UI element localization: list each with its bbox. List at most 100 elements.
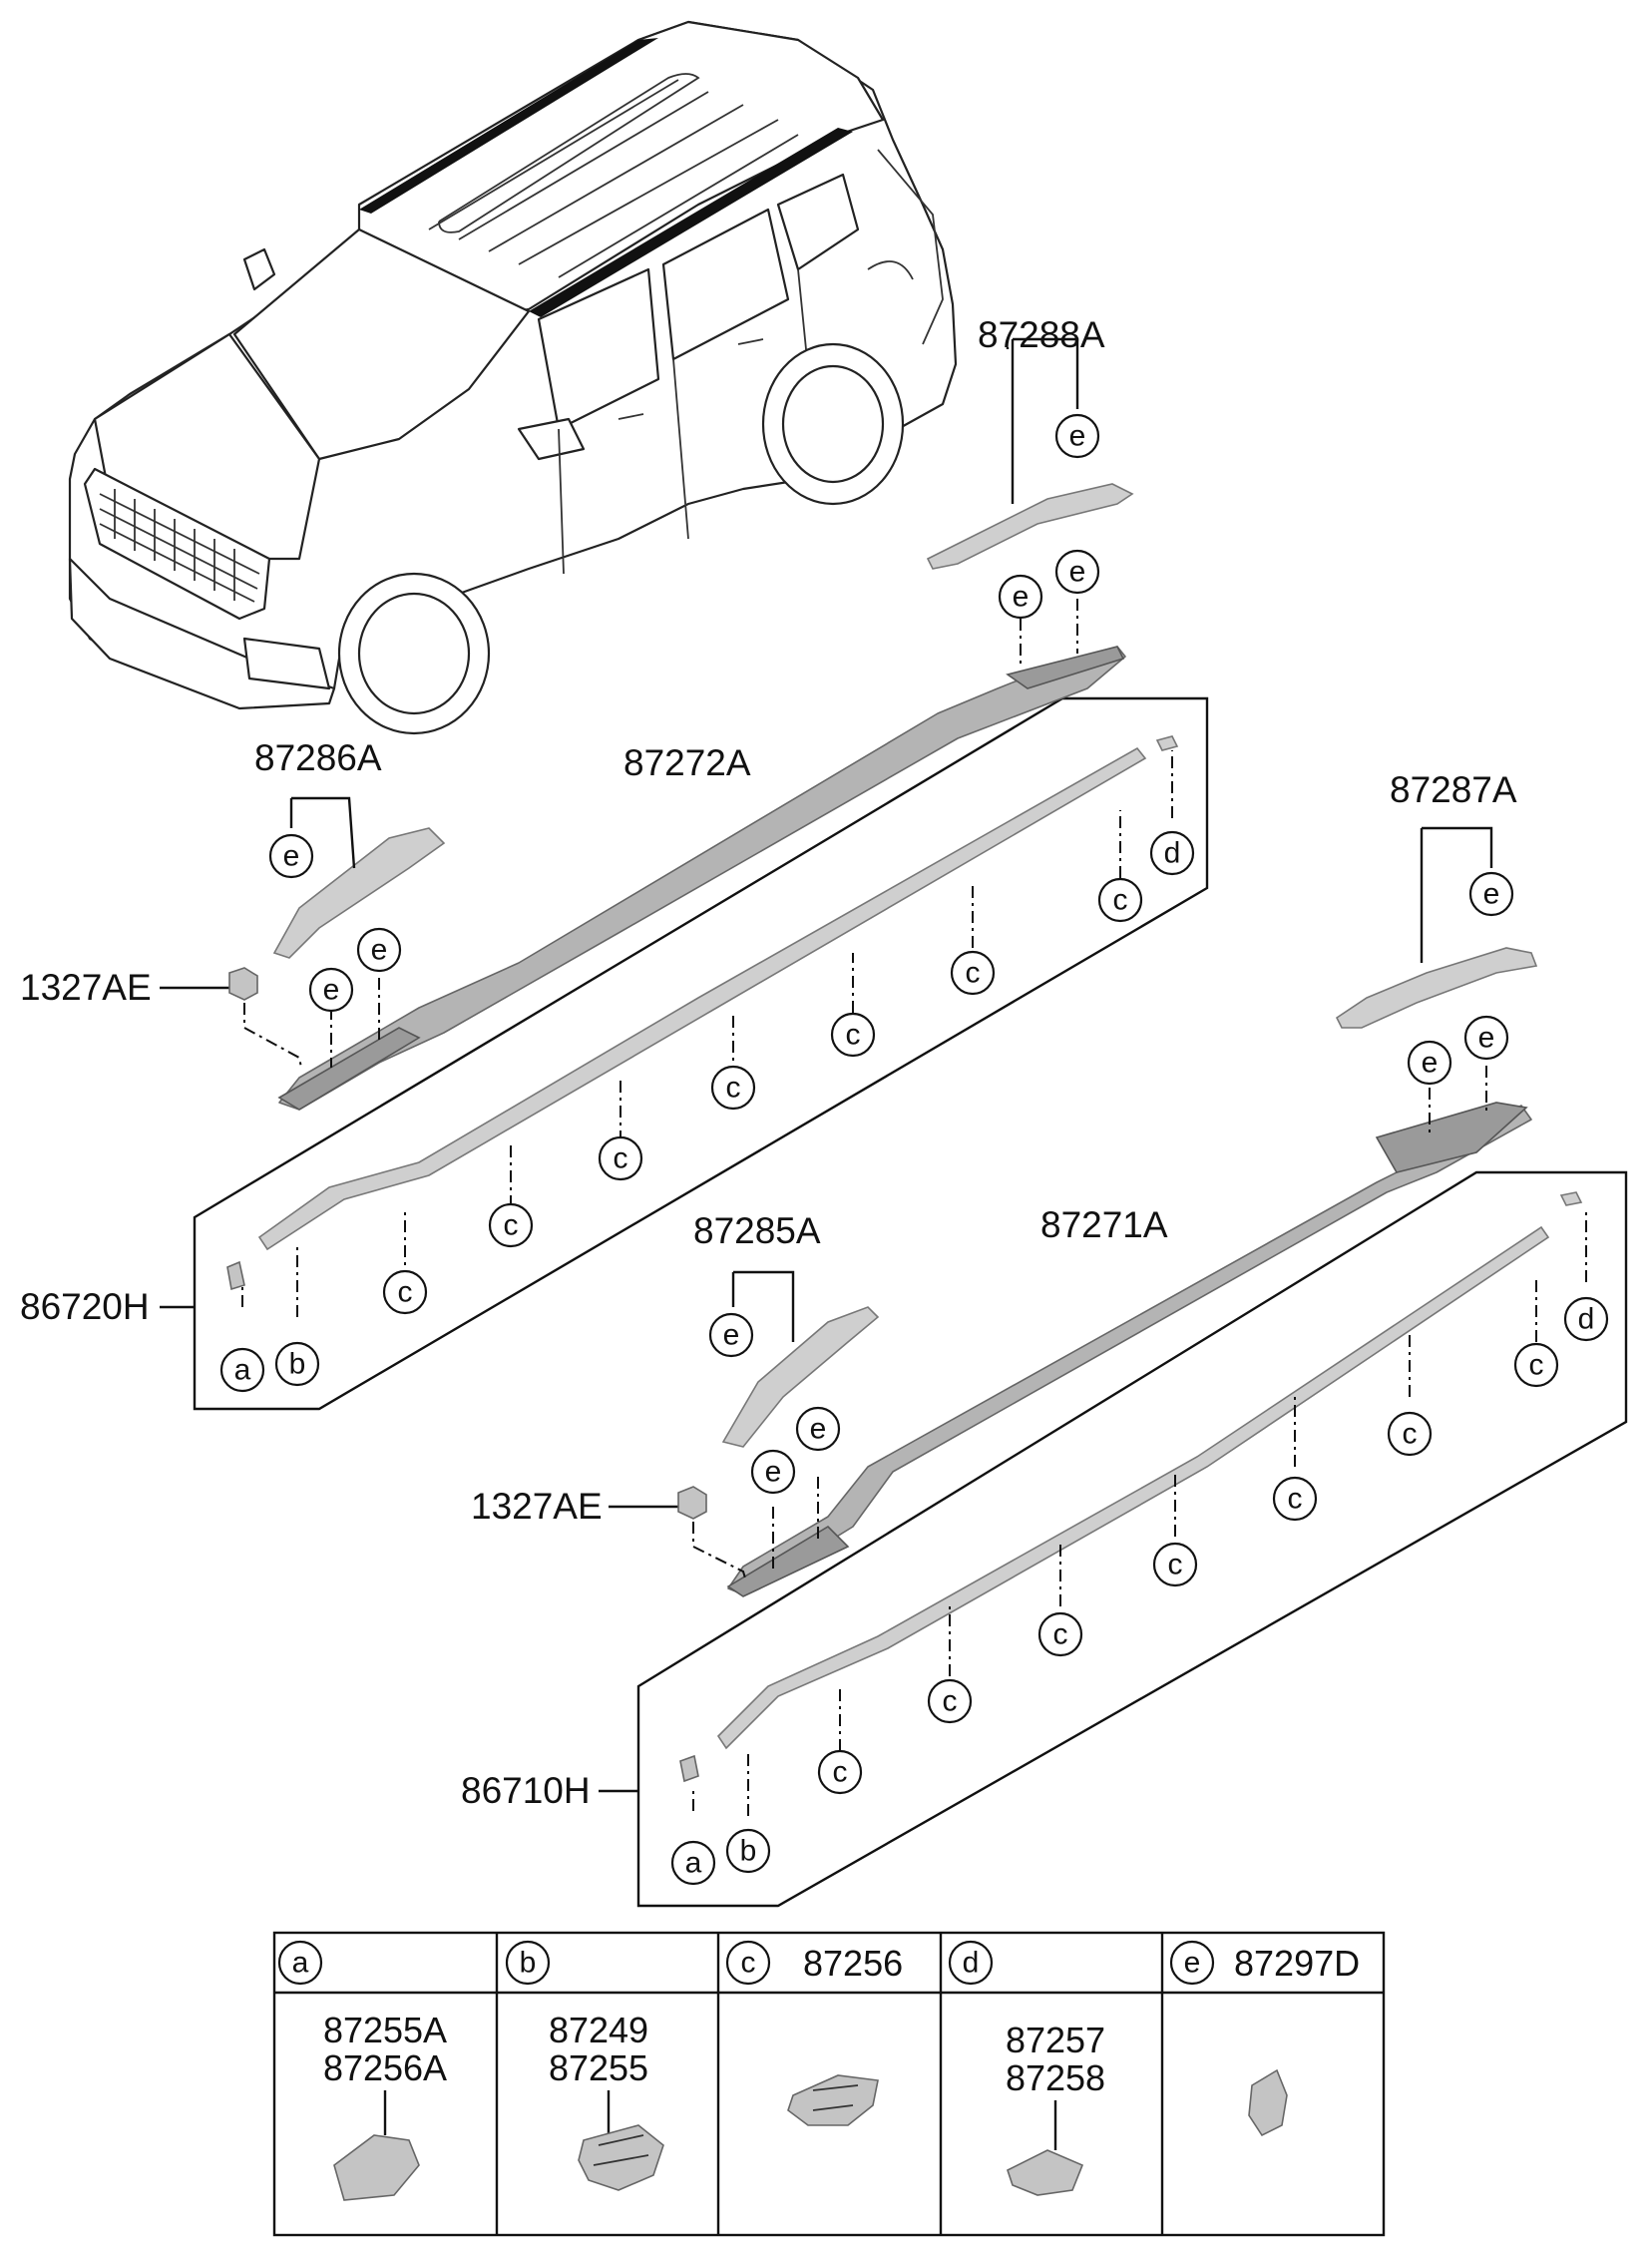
svg-text:e: e: [283, 840, 300, 873]
legend-col-b: b 87249 87255: [505, 1940, 664, 2191]
callout-e: e: [1054, 413, 1100, 459]
callout-e: e: [750, 1449, 796, 1495]
callout-e: e: [1407, 1040, 1452, 1086]
legend-c-illustration: [787, 2074, 879, 2126]
legend-col-d: d 87257 87258: [948, 1940, 1105, 2196]
svg-text:e: e: [1184, 1947, 1201, 1980]
svg-text:c: c: [943, 1685, 958, 1718]
svg-text:c: c: [726, 1072, 741, 1105]
callout-c: c: [927, 1678, 973, 1724]
callout-c: c: [950, 950, 996, 996]
svg-text:c: c: [966, 957, 981, 990]
part-labels: 87288A 87286A 87272A 87287A 1327AE 86720…: [20, 314, 1517, 1811]
svg-text:a: a: [685, 1847, 702, 1880]
svg-text:c: c: [504, 1209, 519, 1242]
svg-text:b: b: [740, 1835, 757, 1868]
legend-b-illustration: [578, 2124, 664, 2191]
cover-87287A: [1335, 947, 1538, 1029]
svg-text:e: e: [1422, 1047, 1439, 1080]
callout-c: c: [598, 1135, 643, 1181]
svg-text:c: c: [741, 1947, 756, 1980]
svg-text:c: c: [614, 1142, 628, 1175]
callout-e: e: [356, 927, 402, 973]
cover-87285A: [721, 1306, 880, 1448]
label-87287A: 87287A: [1390, 769, 1517, 810]
callout-c: c: [1152, 1542, 1198, 1587]
assembly-86710H-frame: [636, 1170, 1628, 1908]
assembly-86720H-frame: [193, 696, 1209, 1411]
callout-d: d: [1149, 830, 1195, 876]
legend-d-part-2: 87258: [1006, 2057, 1105, 2098]
callout-c: c: [817, 1749, 863, 1795]
callout-e: e: [998, 574, 1043, 620]
callout-c: c: [1513, 1342, 1559, 1388]
callout-c: c: [488, 1202, 534, 1248]
svg-text:e: e: [323, 974, 340, 1007]
nut-1327AE-bottom: [677, 1486, 707, 1520]
callout-c: c: [710, 1065, 756, 1111]
callout-c: c: [830, 1012, 876, 1058]
label-87285A: 87285A: [693, 1210, 821, 1251]
svg-text:c: c: [1113, 884, 1128, 917]
callout-b: b: [274, 1341, 320, 1387]
legend-col-c: c 87256: [725, 1940, 903, 2126]
legend-e-illustration: [1248, 2068, 1288, 2137]
svg-text:c: c: [1529, 1349, 1544, 1382]
label-87271A: 87271A: [1040, 1204, 1168, 1245]
svg-text:e: e: [1069, 556, 1086, 589]
roof-rail-87271A: [727, 1105, 1532, 1595]
nut-1327AE-top: [228, 967, 258, 1001]
callout-a: a: [219, 1347, 265, 1393]
legend-c-header-part: 87256: [803, 1943, 903, 1984]
svg-text:b: b: [289, 1348, 306, 1381]
svg-text:e: e: [371, 934, 388, 967]
legend-a-part-1: 87255A: [323, 2010, 447, 2050]
svg-text:c: c: [398, 1276, 413, 1309]
label-86720H: 86720H: [20, 1286, 150, 1327]
svg-text:e: e: [765, 1456, 782, 1489]
legend-b-part-1: 87249: [549, 2010, 648, 2050]
legend-table: a 87255A 87256A b 87249 87255 c 87256 d …: [272, 1931, 1386, 2237]
svg-text:e: e: [1013, 581, 1030, 614]
upper-assembly: [160, 337, 1538, 1411]
side-molding-86710H: [716, 1225, 1550, 1750]
callout-e: e: [268, 833, 314, 879]
callout-b: b: [725, 1828, 771, 1874]
callout-e: e: [1463, 1015, 1509, 1061]
svg-text:c: c: [1053, 1618, 1068, 1651]
svg-text:d: d: [1578, 1303, 1595, 1336]
callout-e: e: [795, 1406, 841, 1452]
svg-text:c: c: [1288, 1483, 1303, 1516]
side-molding-86720H: [257, 746, 1147, 1251]
svg-text:c: c: [846, 1019, 861, 1052]
svg-text:e: e: [1483, 878, 1500, 911]
svg-text:d: d: [963, 1947, 980, 1980]
label-1327AE-bottom: 1327AE: [471, 1486, 603, 1527]
legend-col-a: a 87255A 87256A: [277, 1940, 447, 2201]
label-1327AE-top: 1327AE: [20, 967, 152, 1008]
legend-a-part-2: 87256A: [323, 2047, 447, 2088]
cover-87288A: [926, 483, 1134, 570]
callout-a: a: [670, 1840, 716, 1886]
legend-a-illustration: [333, 2134, 420, 2201]
callout-d: d: [1563, 1296, 1609, 1342]
callout-c: c: [382, 1269, 428, 1315]
svg-text:c: c: [833, 1756, 848, 1789]
legend-b-part-2: 87255: [549, 2047, 648, 2088]
legend-d-illustration: [1007, 2149, 1084, 2196]
svg-text:a: a: [292, 1947, 309, 1980]
callout-e: e: [1468, 871, 1514, 917]
callout-e: e: [308, 967, 354, 1013]
label-86710H: 86710H: [461, 1770, 591, 1811]
callout-c: c: [1037, 1611, 1083, 1657]
legend-col-e: e 87297D: [1169, 1940, 1360, 2137]
label-87286A: 87286A: [254, 737, 382, 778]
roof-rail-87272A: [278, 646, 1126, 1111]
lower-assembly: [599, 1102, 1628, 1908]
svg-text:c: c: [1168, 1549, 1183, 1581]
callout-c: c: [1387, 1411, 1433, 1457]
label-87272A: 87272A: [623, 742, 751, 783]
svg-text:d: d: [1164, 837, 1181, 870]
svg-text:c: c: [1403, 1418, 1418, 1451]
